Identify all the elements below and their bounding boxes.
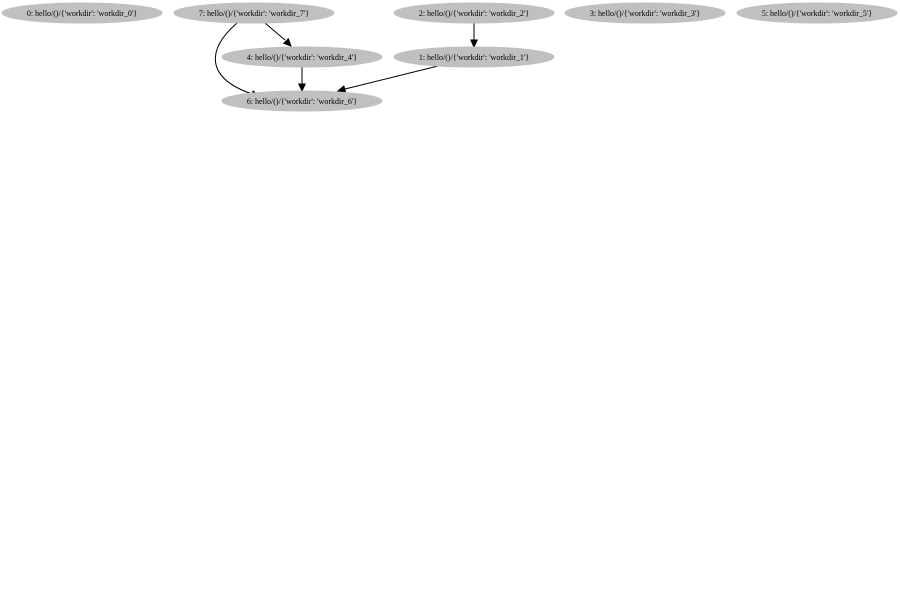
node-5: 5: hello/()/{'workdir': 'workdir_5'} [736,2,898,24]
node-label: 4: hello/()/{'workdir': 'workdir_4'} [247,53,357,62]
node-label: 3: hello/()/{'workdir': 'workdir_3'} [590,9,700,18]
node-6: 6: hello/()/{'workdir': 'workdir_6'} [221,90,383,112]
node-2: 2: hello/()/{'workdir': 'workdir_2'} [393,2,555,24]
arrowhead-icon [298,83,306,93]
node-4: 4: hello/()/{'workdir': 'workdir_4'} [221,46,383,68]
edge-1-to-6 [336,65,439,93]
node-label: 6: hello/()/{'workdir': 'workdir_6'} [247,97,357,106]
node-ellipse [221,90,383,112]
edge-7-to-4 [264,22,292,47]
node-0: 0: hello/()/{'workdir': 'workdir_0'} [1,2,163,24]
node-ellipse [173,2,335,24]
node-ellipse [736,2,898,24]
edge-2-to-1 [470,23,478,49]
node-7: 7: hello/()/{'workdir': 'workdir_7'} [173,2,335,24]
node-ellipse [1,2,163,24]
arrowhead-icon [470,39,478,49]
node-ellipse [393,2,555,24]
node-ellipse [393,46,555,68]
node-label: 7: hello/()/{'workdir': 'workdir_7'} [199,9,309,18]
node-1: 1: hello/()/{'workdir': 'workdir_1'} [393,46,555,68]
arrowhead-icon [282,37,292,47]
nodes-layer: 0: hello/()/{'workdir': 'workdir_0'} 7: h… [1,2,898,112]
edge-4-to-6 [298,67,306,93]
edge-line [344,65,439,90]
edge-line [264,22,286,41]
edge-line [214,22,253,95]
node-label: 0: hello/()/{'workdir': 'workdir_0'} [27,9,137,18]
node-label: 5: hello/()/{'workdir': 'workdir_5'} [762,9,872,18]
node-ellipse [221,46,383,68]
node-label: 1: hello/()/{'workdir': 'workdir_1'} [419,53,529,62]
node-3: 3: hello/()/{'workdir': 'workdir_3'} [564,2,726,24]
arrowhead-icon [336,85,347,93]
node-ellipse [564,2,726,24]
node-label: 2: hello/()/{'workdir': 'workdir_2'} [419,9,529,18]
